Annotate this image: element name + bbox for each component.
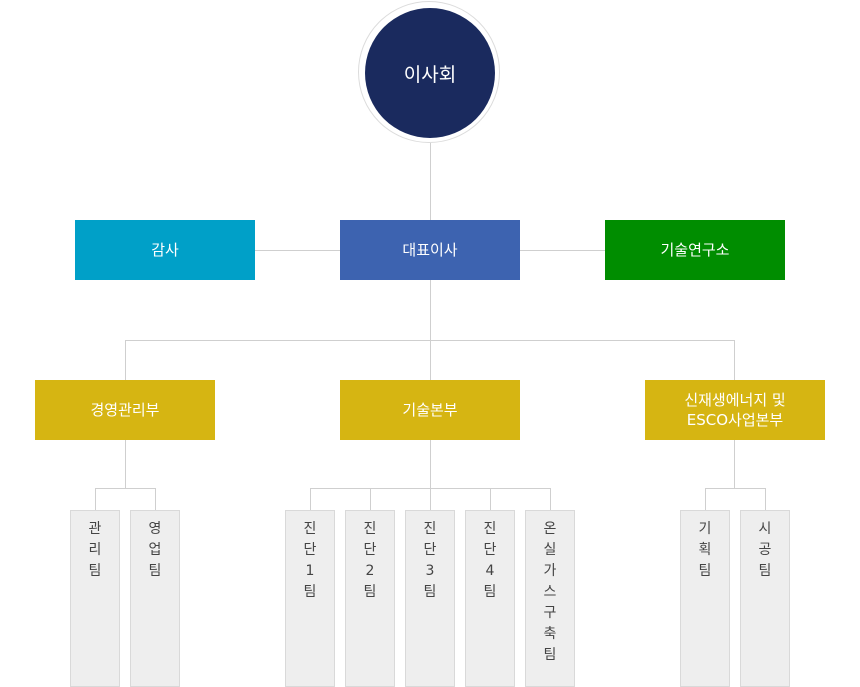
division-3-drop	[734, 340, 735, 380]
team-label-char: 진	[303, 521, 317, 537]
team-label-char: 팀	[483, 584, 497, 600]
team-label-char: 3	[425, 563, 435, 579]
team-label-char: 단	[303, 542, 317, 558]
team-drop	[95, 488, 96, 510]
division-label: 기술본부	[402, 401, 458, 419]
audit-node: 감사	[75, 220, 255, 280]
team-label-char: 영	[148, 521, 162, 537]
team-label-char: 업	[148, 542, 162, 558]
team-label-char: 구	[543, 605, 557, 621]
team-label-char: 단	[483, 542, 497, 558]
division-1-drop	[125, 340, 126, 380]
team-drop	[490, 488, 491, 510]
team-label-char: 단	[363, 542, 377, 558]
division-bus	[125, 340, 735, 341]
ceo-label: 대표이사	[402, 241, 458, 259]
team-drop	[430, 488, 431, 510]
team-label-char: 팀	[363, 584, 377, 600]
team-label-char: 1	[305, 563, 315, 579]
team-drop	[550, 488, 551, 510]
division-1-team-trunk	[125, 440, 126, 488]
team-label-char: 팀	[303, 584, 317, 600]
team-label-char: 온	[543, 521, 557, 537]
audit-ceo-connector	[255, 250, 340, 251]
team-drop	[370, 488, 371, 510]
team-label-char: 기	[698, 521, 712, 537]
ceo-node: 대표이사	[340, 220, 520, 280]
team-drop	[705, 488, 706, 510]
division-1-team-bus	[95, 488, 156, 489]
division-3-team-trunk	[734, 440, 735, 488]
team-label-char: 획	[698, 542, 712, 558]
team-label-char: 팀	[543, 647, 557, 663]
team-label-char: 팀	[758, 563, 772, 579]
ceo-division-trunk	[430, 280, 431, 380]
division-technology: 기술본부	[340, 380, 520, 440]
division-management: 경영관리부	[35, 380, 215, 440]
lab-label: 기술연구소	[660, 241, 730, 259]
team-label-char: 시	[758, 521, 772, 537]
team-label-char: 진	[483, 521, 497, 537]
team-label-char: 팀	[698, 563, 712, 579]
team-drop	[765, 488, 766, 510]
team-label-char: 공	[758, 542, 772, 558]
board-label: 이사회	[403, 63, 457, 86]
lab-node: 기술연구소	[605, 220, 785, 280]
team-label-char: 가	[543, 563, 557, 579]
division-renewable-esco: 신재생에너지 및 ESCO사업본부	[645, 380, 825, 440]
team-drop	[155, 488, 156, 510]
team-label-char: 스	[543, 584, 557, 600]
audit-label: 감사	[151, 241, 179, 259]
team-label-char: 팀	[88, 563, 102, 579]
team-label-char: 관	[88, 521, 102, 537]
division-label: 경영관리부	[90, 401, 160, 419]
team-label-char: 축	[543, 626, 557, 642]
team-label-char: 팀	[148, 563, 162, 579]
team-label-char: 4	[485, 563, 495, 579]
team-label-char: 2	[365, 563, 375, 579]
division-2-team-trunk	[430, 440, 431, 488]
team-drop	[310, 488, 311, 510]
division-3-team-bus	[705, 488, 766, 489]
team-label-char: 팀	[423, 584, 437, 600]
division-label-line1: 신재생에너지 및	[684, 391, 786, 409]
board-ceo-connector	[430, 143, 431, 220]
team-label-char: 실	[543, 542, 557, 558]
team-label-char: 단	[423, 542, 437, 558]
team-label-char: 리	[88, 542, 102, 558]
division-label-line2: ESCO사업본부	[686, 411, 784, 429]
team-label-char: 진	[363, 521, 377, 537]
team-label-char: 진	[423, 521, 437, 537]
ceo-lab-connector	[520, 250, 605, 251]
board-node: 이사회	[365, 8, 495, 138]
